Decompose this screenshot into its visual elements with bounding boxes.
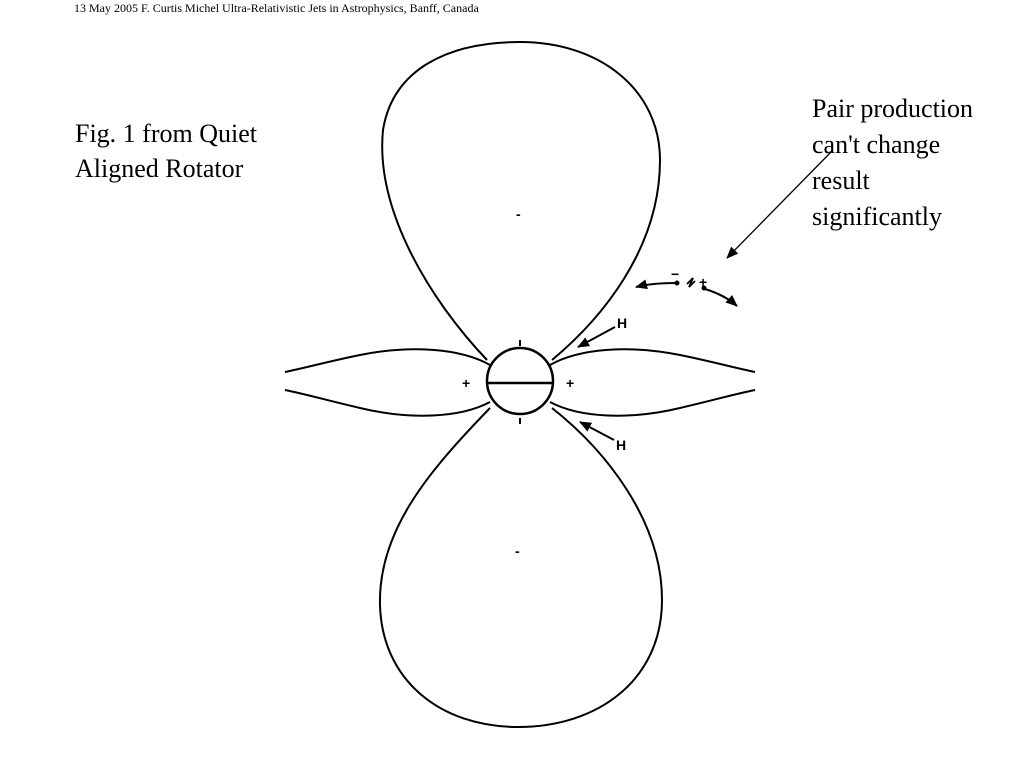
pair-production-note: Pair production can't change result sign…: [812, 91, 973, 235]
left-lobe-top: [284, 348, 491, 373]
note-pointer-arrow: [726, 149, 834, 259]
note-line-3: result: [812, 166, 870, 195]
pair-minus-sign: −: [671, 266, 679, 282]
left-lobe-bottom: [284, 389, 491, 417]
lower-h-arrow: [579, 421, 615, 441]
upper-h-label: H: [617, 315, 627, 331]
upper-lobe-sign: -: [516, 206, 521, 222]
lower-h-label: H: [616, 437, 626, 453]
note-line-1: Pair production: [812, 94, 974, 123]
neutron-star: [485, 346, 555, 416]
pair-plus-sign: +: [699, 274, 707, 290]
figure-caption-line-2: Aligned Rotator: [75, 154, 244, 183]
left-lobe-sign: +: [462, 375, 470, 391]
figure-caption: Fig. 1 from Quiet Aligned Rotator: [75, 116, 257, 186]
slide-header: 13 May 2005 F. Curtis Michel Ultra-Relat…: [74, 1, 479, 15]
pair-production-symbol: − +: [635, 266, 738, 307]
lower-lobe-sign: -: [515, 543, 520, 559]
figure-caption-line-1: Fig. 1 from Quiet: [75, 119, 257, 148]
upper-lobe: [381, 40, 662, 361]
right-lobe-sign: +: [566, 375, 574, 391]
right-lobe-bottom: [549, 389, 756, 417]
note-line-2: can't change: [812, 130, 941, 159]
note-line-4: significantly: [812, 202, 942, 231]
lower-lobe: [378, 407, 664, 729]
right-lobe-top: [549, 348, 756, 373]
upper-h-arrow: [577, 326, 616, 348]
